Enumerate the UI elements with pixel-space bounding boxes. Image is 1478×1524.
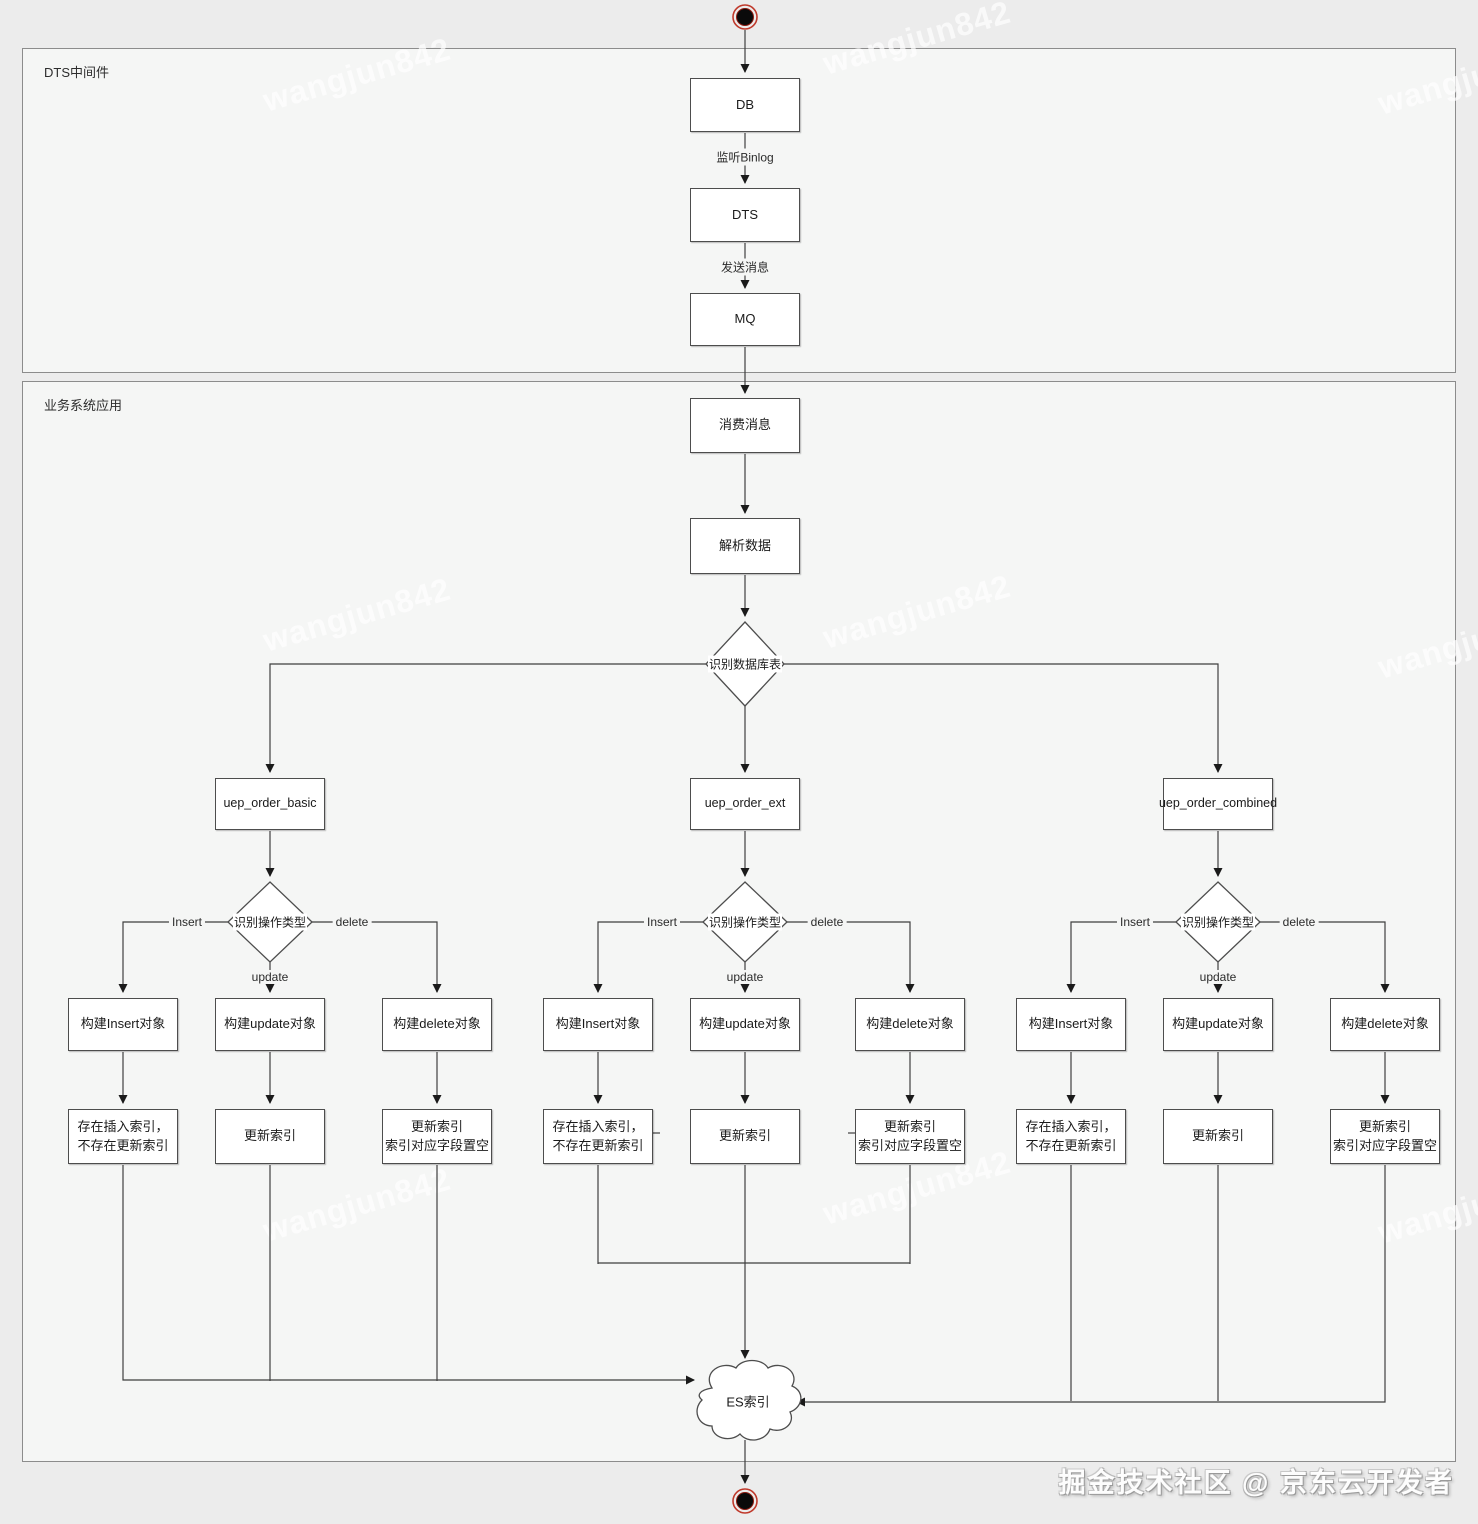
node-dts: DTS	[690, 188, 800, 242]
node-insert-result: 存在插入索引，不存在更新索引	[543, 1109, 653, 1164]
node-build-insert: 构建Insert对象	[1016, 998, 1126, 1051]
node-uep-order-basic: uep_order_basic	[215, 778, 325, 830]
node-build-delete: 构建delete对象	[855, 998, 965, 1051]
node-mq: MQ	[690, 293, 800, 346]
node-db: DB	[690, 78, 800, 132]
node-build-delete: 构建delete对象	[1330, 998, 1440, 1051]
node-build-insert: 构建Insert对象	[543, 998, 653, 1051]
edge-label-delete: delete	[332, 915, 372, 929]
node-build-update: 构建update对象	[690, 998, 800, 1051]
edge-label-update: update	[248, 970, 292, 984]
node-update-result: 更新索引	[1163, 1109, 1273, 1164]
edge-label-update: update	[1196, 970, 1240, 984]
footer-credit: 掘金技术社区 @ 京东云开发者	[1058, 1468, 1454, 1498]
edge-label-delete: delete	[807, 915, 847, 929]
node-build-update: 构建update对象	[215, 998, 325, 1051]
decision-identify-operation: 识别操作类型	[232, 913, 308, 931]
end-terminal	[732, 1488, 758, 1514]
node-parse-data: 解析数据	[690, 518, 800, 574]
decision-identify-operation: 识别操作类型	[707, 913, 783, 931]
node-delete-result: 更新索引索引对应字段置空	[1330, 1109, 1440, 1164]
decision-identify-table: 识别数据库表	[707, 655, 783, 673]
edge-label-delete: delete	[1279, 915, 1319, 929]
start-terminal	[732, 4, 758, 30]
edge-label-insert: Insert	[643, 915, 681, 929]
edge-label-listen-binlog: 监听Binlog	[713, 148, 777, 166]
node-build-delete: 构建delete对象	[382, 998, 492, 1051]
decision-identify-operation: 识别操作类型	[1180, 913, 1256, 931]
node-update-result: 更新索引	[215, 1109, 325, 1164]
node-uep-order-ext: uep_order_ext	[690, 778, 800, 830]
edge-label-send-message: 发送消息	[717, 258, 773, 276]
node-update-result: 更新索引	[690, 1109, 800, 1164]
node-delete-result: 更新索引索引对应字段置空	[855, 1109, 965, 1164]
node-uep-order-combined: uep_order_combined	[1159, 778, 1277, 830]
es-index-cloud: ES索引	[726, 1394, 770, 1410]
node-insert-result: 存在插入索引，不存在更新索引	[1016, 1109, 1126, 1164]
node-consume-message: 消费消息	[690, 398, 800, 453]
node-build-update: 构建update对象	[1163, 998, 1273, 1051]
edge-label-update: update	[723, 970, 767, 984]
node-delete-result: 更新索引索引对应字段置空	[382, 1109, 492, 1164]
node-insert-result: 存在插入索引，不存在更新索引	[68, 1109, 178, 1164]
edge-label-insert: Insert	[1116, 915, 1154, 929]
node-build-insert: 构建Insert对象	[68, 998, 178, 1051]
container-dts-label: DTS中间件	[44, 65, 110, 80]
edge-label-insert: Insert	[168, 915, 206, 929]
container-business-label: 业务系统应用	[44, 398, 123, 413]
